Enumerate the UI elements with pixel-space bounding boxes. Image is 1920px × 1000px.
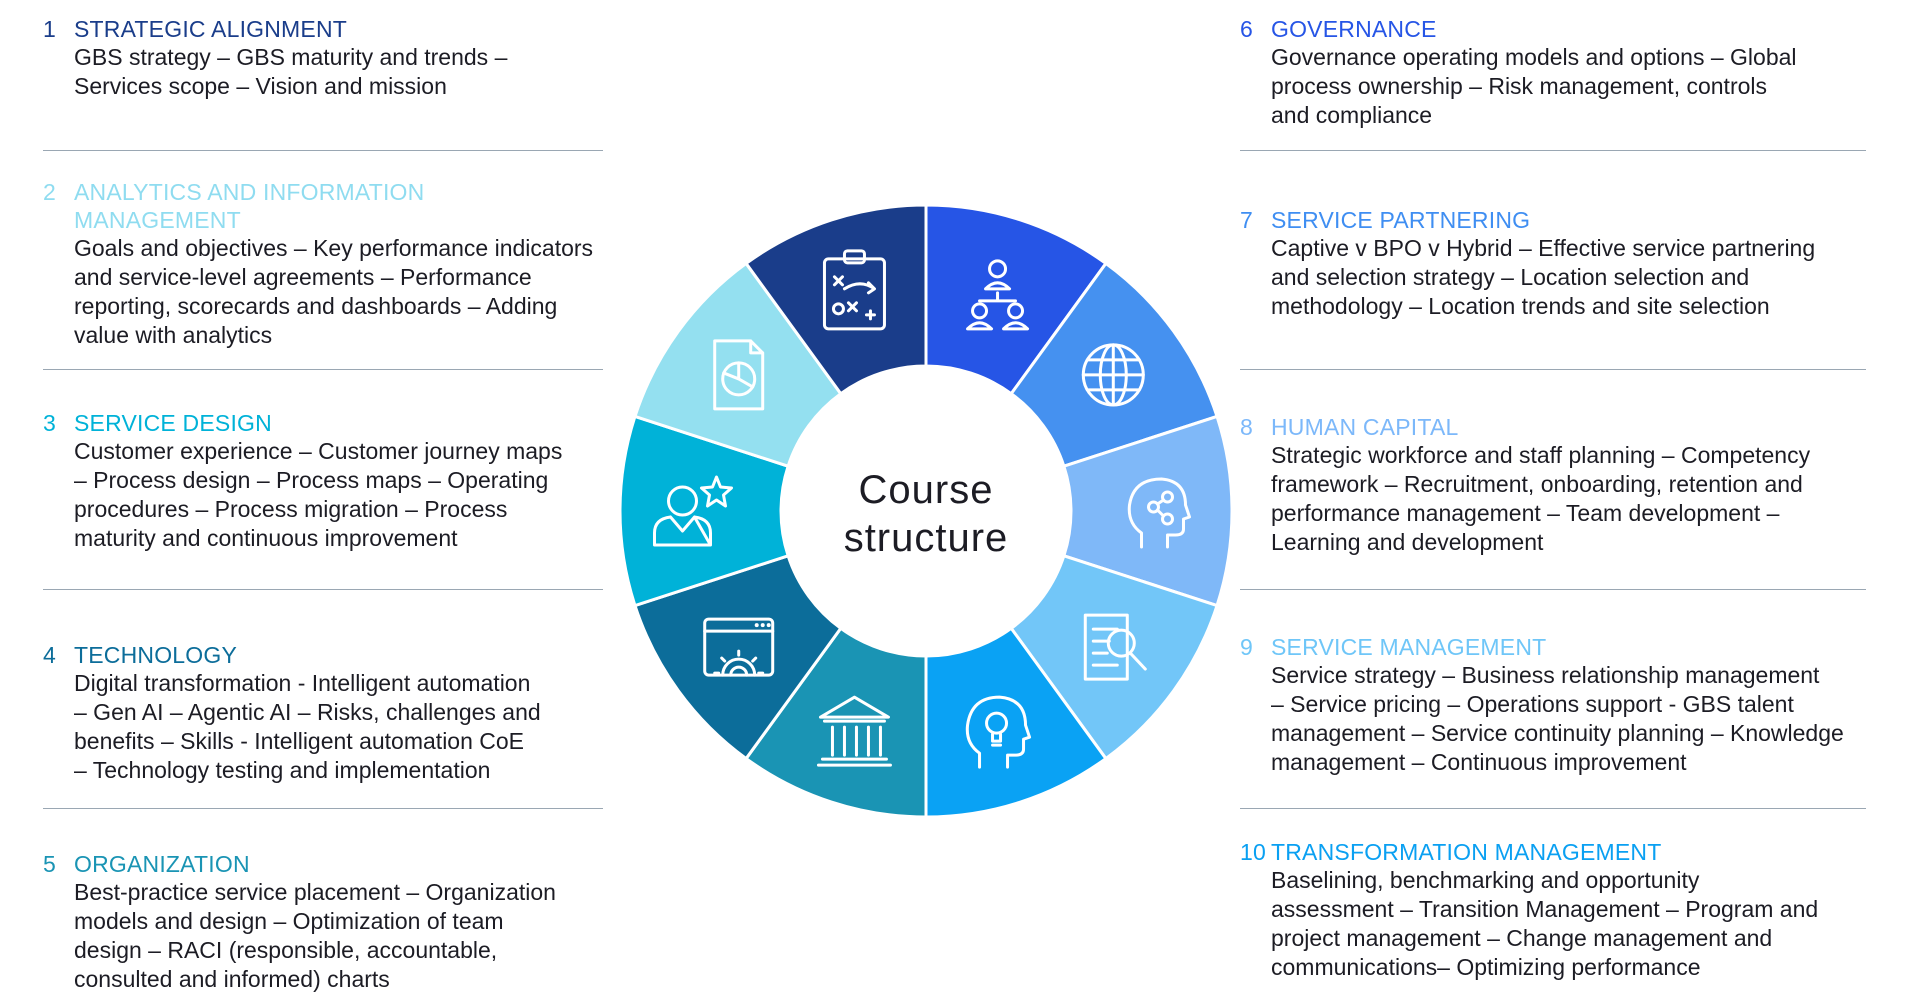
browser-settings-icon: [703, 617, 775, 677]
module-4: 4 TECHNOLOGY Digital transformation - In…: [43, 641, 643, 785]
wheel-segment-1: [744, 205, 928, 396]
module-3: 3 SERVICE DESIGN Customer experience – C…: [43, 409, 643, 553]
module-title: GOVERNANCE: [1271, 16, 1437, 42]
module-6: 6 GOVERNANCE Governance operating models…: [1240, 15, 1920, 130]
module-number: 6: [1240, 16, 1253, 42]
center-label-line-1: Course: [859, 468, 994, 512]
institution-building-icon: [816, 695, 892, 767]
description-line: – Service pricing – Operations support -…: [1271, 691, 1794, 717]
module-title: SERVICE MANAGEMENT: [1271, 634, 1547, 660]
module-7: 7 SERVICE PARTNERING Captive v BPO v Hyb…: [1240, 206, 1920, 321]
description-line: value with analytics: [74, 322, 273, 348]
description-line: Service strategy – Business relationship…: [1271, 662, 1820, 688]
module-10: 10 TRANSFORMATION MANAGEMENT Baselining,…: [1240, 838, 1920, 982]
module-number: 4: [43, 642, 56, 668]
description-line: and compliance: [1271, 102, 1433, 128]
description-line: process ownership – Risk management, con…: [1271, 73, 1768, 99]
module-number: 1: [43, 16, 56, 42]
description-line: – Gen AI – Agentic AI – Risks, challenge…: [74, 699, 541, 725]
description-line: Baselining, benchmarking and opportunity: [1271, 867, 1700, 893]
description-line: Digital transformation - Intelligent aut…: [74, 670, 531, 696]
module-number: 7: [1240, 207, 1253, 233]
globe-icon: [1081, 343, 1145, 407]
description-line: Strategic workforce and staff planning –…: [1271, 442, 1811, 468]
description-line: maturity and continuous improvement: [74, 525, 458, 551]
description-line: models and design – Optimization of team: [74, 908, 504, 934]
divider: [1240, 150, 1866, 151]
description-line: Governance operating models and options …: [1271, 44, 1797, 70]
module-title: SERVICE DESIGN: [74, 410, 272, 436]
description-line: consulted and informed) charts: [74, 966, 390, 992]
description-line: – Process design – Process maps – Operat…: [74, 467, 549, 493]
module-description: Baselining, benchmarking and opportunity…: [1271, 866, 1920, 982]
module-number: 9: [1240, 634, 1253, 660]
module-number: 5: [43, 851, 56, 877]
module-description: Captive v BPO v Hybrid – Effective servi…: [1271, 234, 1920, 321]
head-lightbulb-icon: [965, 695, 1032, 769]
module-5: 5 ORGANIZATION Best-practice service pla…: [43, 850, 643, 994]
description-line: framework – Recruitment, onboarding, ret…: [1271, 471, 1803, 497]
description-line: communications– Optimizing performance: [1271, 954, 1701, 980]
description-line: Captive v BPO v Hybrid – Effective servi…: [1271, 235, 1816, 261]
module-title: ORGANIZATION: [74, 851, 250, 877]
module-number: 10: [1240, 839, 1266, 865]
description-line: assessment – Transition Management – Pro…: [1271, 896, 1819, 922]
description-line: procedures – Process migration – Process: [74, 496, 508, 522]
center-label-line-2: structure: [844, 516, 1009, 560]
module-number: 8: [1240, 414, 1253, 440]
divider: [43, 808, 603, 809]
module-description: Service strategy – Business relationship…: [1271, 661, 1920, 777]
module-8: 8 HUMAN CAPITAL Strategic workforce and …: [1240, 413, 1920, 557]
description-line: Customer experience – Customer journey m…: [74, 438, 563, 464]
module-title: HUMAN CAPITAL: [1271, 414, 1459, 440]
divider: [1240, 369, 1866, 370]
divider: [1240, 589, 1866, 590]
description-line: performance management – Team developmen…: [1271, 500, 1780, 526]
module-description: Goals and objectives – Key performance i…: [74, 234, 643, 350]
divider: [43, 369, 603, 370]
module-description: Customer experience – Customer journey m…: [74, 437, 643, 553]
person-star-icon: [653, 475, 733, 547]
description-line: reporting, scorecards and dashboards – A…: [74, 293, 558, 319]
description-line: and service-level agreements – Performan…: [74, 264, 532, 290]
module-description: Best-practice service placement – Organi…: [74, 878, 643, 994]
description-line: GBS strategy – GBS maturity and trends –: [74, 44, 508, 70]
report-pie-icon: [713, 339, 765, 411]
description-line: management – Continuous improvement: [1271, 749, 1687, 775]
description-line: Goals and objectives – Key performance i…: [74, 235, 594, 261]
module-description: Strategic workforce and staff planning –…: [1271, 441, 1920, 557]
description-line: methodology – Location trends and site s…: [1271, 293, 1770, 319]
document-search-icon: [1083, 613, 1147, 681]
description-line: and selection strategy – Location select…: [1271, 264, 1750, 290]
module-title: ANALYTICS AND INFORMATION MANAGEMENT: [74, 179, 425, 233]
module-number: 2: [43, 179, 56, 205]
description-line: Best-practice service placement – Organi…: [74, 879, 556, 905]
divider: [43, 150, 603, 151]
module-9: 9 SERVICE MANAGEMENT Service strategy – …: [1240, 633, 1920, 777]
description-line: project management – Change management a…: [1271, 925, 1773, 951]
module-title: SERVICE PARTNERING: [1271, 207, 1531, 233]
strategy-clipboard-icon: [822, 249, 886, 331]
team-hierarchy-icon: [966, 259, 1030, 331]
divider: [1240, 808, 1866, 809]
module-title: TECHNOLOGY: [74, 642, 238, 668]
module-2: 2 ANALYTICS AND INFORMATION MANAGEMENT G…: [43, 178, 643, 350]
module-title: STRATEGIC ALIGNMENT: [74, 16, 348, 42]
divider: [43, 589, 603, 590]
description-line: design – RACI (responsible, accountable,: [74, 937, 498, 963]
module-title: TRANSFORMATION MANAGEMENT: [1271, 839, 1662, 865]
module-number: 3: [43, 410, 56, 436]
description-line: – Technology testing and implementation: [74, 757, 491, 783]
description-line: management – Service continuity planning…: [1271, 720, 1844, 746]
module-description: GBS strategy – GBS maturity and trends –…: [74, 43, 643, 101]
head-network-icon: [1127, 477, 1191, 549]
description-line: Learning and development: [1271, 529, 1544, 555]
description-line: benefits – Skills - Intelligent automati…: [74, 728, 525, 754]
description-line: Services scope – Vision and mission: [74, 73, 447, 99]
module-1: 1 STRATEGIC ALIGNMENT GBS strategy – GBS…: [43, 15, 643, 101]
module-description: Governance operating models and options …: [1271, 43, 1920, 130]
module-description: Digital transformation - Intelligent aut…: [74, 669, 643, 785]
